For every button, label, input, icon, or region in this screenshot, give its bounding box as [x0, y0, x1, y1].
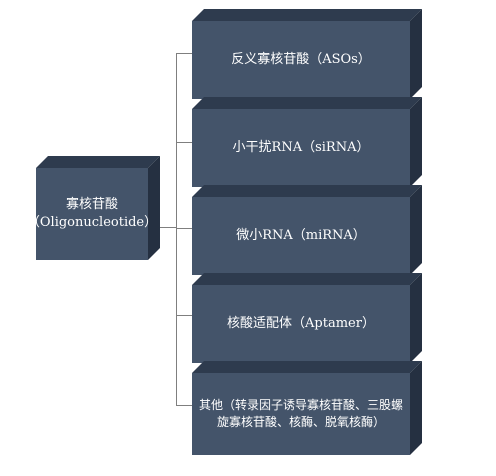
category-label: 小干扰RNA（siRNA）	[232, 140, 370, 155]
branch-connector-1	[176, 53, 192, 54]
category-label: 反义寡核苷酸（ASOs）	[231, 52, 371, 67]
root-node-oligonucleotide: 寡核苷酸 （Oligonucleotide）	[27, 156, 160, 260]
category-node-asos: 反义寡核苷酸（ASOs）	[192, 9, 422, 99]
root-connector-horizontal	[160, 227, 177, 228]
root-label-english: （Oligonucleotide）	[26, 215, 158, 230]
category-node-sirna: 小干扰RNA（siRNA）	[192, 97, 422, 187]
branch-connector-4	[176, 315, 192, 316]
root-label-chinese: 寡核苷酸	[65, 197, 118, 212]
category-node-aptamer: 核酸适配体（Aptamer）	[192, 273, 422, 363]
category-label: 微小RNA（miRNA）	[236, 228, 366, 243]
trunk-connector-vertical	[176, 53, 177, 405]
category-label: 其他（转录因子诱导寡核苷酸、三股螺旋寡核苷酸、核酶、脱氧核酶）	[198, 398, 403, 429]
branch-connector-3	[176, 228, 192, 229]
category-node-others: 其他（转录因子诱导寡核苷酸、三股螺旋寡核苷酸、核酶、脱氧核酶）	[192, 361, 422, 455]
branch-connector-5	[176, 405, 192, 406]
category-label: 核酸适配体（Aptamer）	[227, 316, 375, 331]
branch-connector-2	[176, 142, 192, 143]
category-node-mirna: 微小RNA（miRNA）	[192, 185, 422, 275]
